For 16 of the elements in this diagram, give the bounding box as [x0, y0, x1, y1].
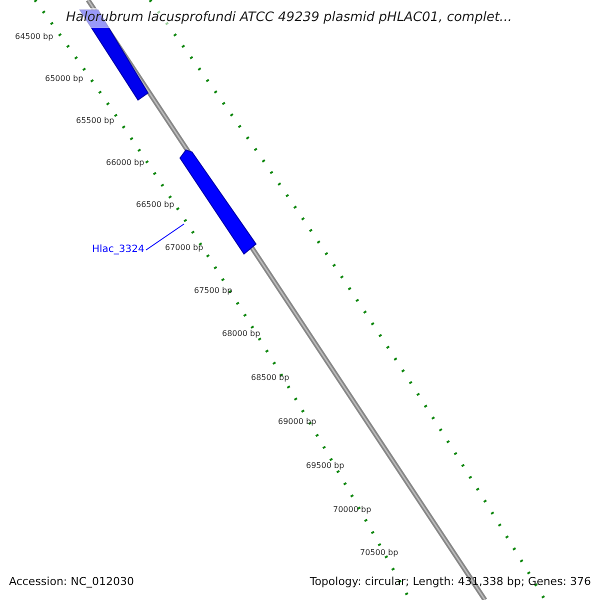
tick-label: 67500 bp: [194, 286, 232, 296]
tick-label: 70000 bp: [333, 505, 372, 515]
tick-label: 65500 bp: [76, 116, 114, 126]
tick-label: 67000 bp: [165, 243, 204, 253]
tick-label: 69000 bp: [278, 417, 316, 427]
tick-label: 68000 bp: [222, 329, 260, 339]
tick-label: 69500 bp: [306, 461, 344, 471]
tick-label: 68500 bp: [251, 373, 290, 383]
tick-label: 64500 bp: [15, 32, 54, 42]
tick-label: 65000 bp: [45, 74, 84, 84]
gene-label: Hlac_3324: [92, 243, 144, 257]
leader-line: [146, 224, 184, 250]
tick-label: 70500 bp: [360, 548, 398, 558]
summary-text: Topology: circular; Length: 431,338 bp; Genes: 376: [310, 574, 591, 590]
accession-text: Accession: NC_012030: [9, 574, 134, 590]
tick-label: 66000 bp: [106, 158, 144, 168]
